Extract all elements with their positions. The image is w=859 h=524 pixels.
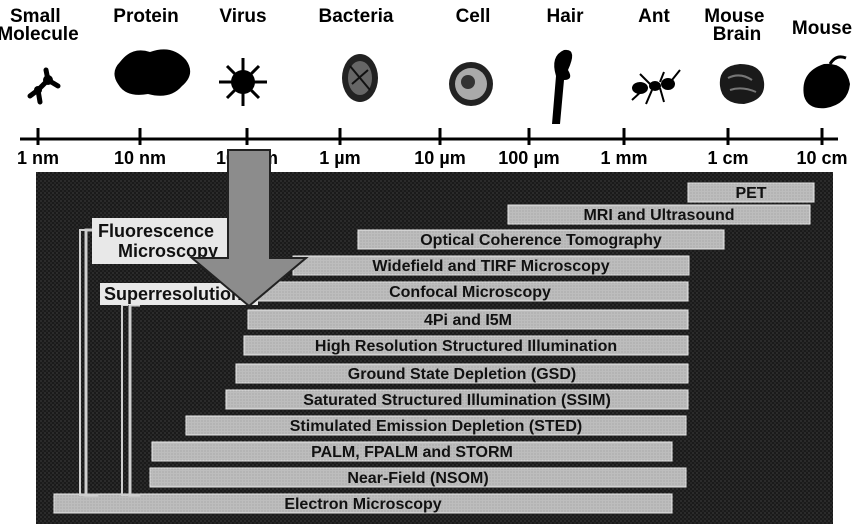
- organism-label-small-molecule: Small Molecule: [0, 6, 79, 45]
- virus-icon: [219, 58, 267, 106]
- organism-label-ant: Ant: [638, 6, 670, 27]
- scale-tick-label: 10 cm: [796, 148, 847, 168]
- technique-label: Stimulated Emission Depletion (STED): [290, 418, 582, 435]
- scale-tick-label: 10 µm: [414, 148, 465, 168]
- scale-tick-label: 100 µm: [498, 148, 559, 168]
- organism-label-virus: Virus: [219, 6, 266, 27]
- cell-icon: [449, 62, 493, 106]
- scale-tick-label: 1 µm: [319, 148, 360, 168]
- technique-label: 4Pi and I5M: [424, 312, 512, 329]
- hair-icon: [552, 50, 572, 124]
- technique-label: MRI and Ultrasound: [583, 207, 734, 224]
- technique-label: Widefield and TIRF Microscopy: [372, 258, 609, 275]
- organism-labels: Small Molecule Protein Virus Bacteria Ce…: [0, 6, 852, 45]
- technique-label: Near-Field (NSOM): [347, 470, 488, 487]
- technique-label: PET: [735, 185, 766, 202]
- scale-tick-label: 1 nm: [17, 148, 59, 168]
- mouse-icon: [803, 57, 850, 108]
- ant-icon: [632, 70, 680, 104]
- technique-label: PALM, FPALM and STORM: [311, 444, 513, 461]
- technique-label: Ground State Depletion (GSD): [348, 366, 576, 383]
- technique-label: Confocal Microscopy: [389, 284, 551, 301]
- bacteria-icon: [342, 54, 378, 102]
- organism-label-bacteria: Bacteria: [319, 6, 394, 27]
- organism-label-mouse-brain: Mouse Brain: [704, 6, 769, 45]
- technique-label: Saturated Structured Illumination (SSIM): [303, 392, 611, 409]
- organism-label-protein: Protein: [113, 6, 178, 27]
- organism-label-mouse: Mouse: [792, 18, 852, 39]
- organism-label-cell: Cell: [456, 6, 491, 27]
- scale-tick-label: 1 cm: [707, 148, 748, 168]
- scale-tick-label: 10 nm: [114, 148, 166, 168]
- technique-label: Optical Coherence Tomography: [420, 232, 662, 249]
- group-label-superresolution: Superresolution: [104, 284, 242, 304]
- scale-tick-label: 1 mm: [600, 148, 647, 168]
- organism-label-hair: Hair: [547, 6, 585, 27]
- technique-label: Electron Microscopy: [284, 496, 441, 513]
- technique-label: High Resolution Structured Illumination: [315, 338, 617, 355]
- mouse-brain-icon: [720, 64, 764, 104]
- protein-icon: [114, 49, 190, 95]
- small-molecule-icon: [30, 70, 58, 102]
